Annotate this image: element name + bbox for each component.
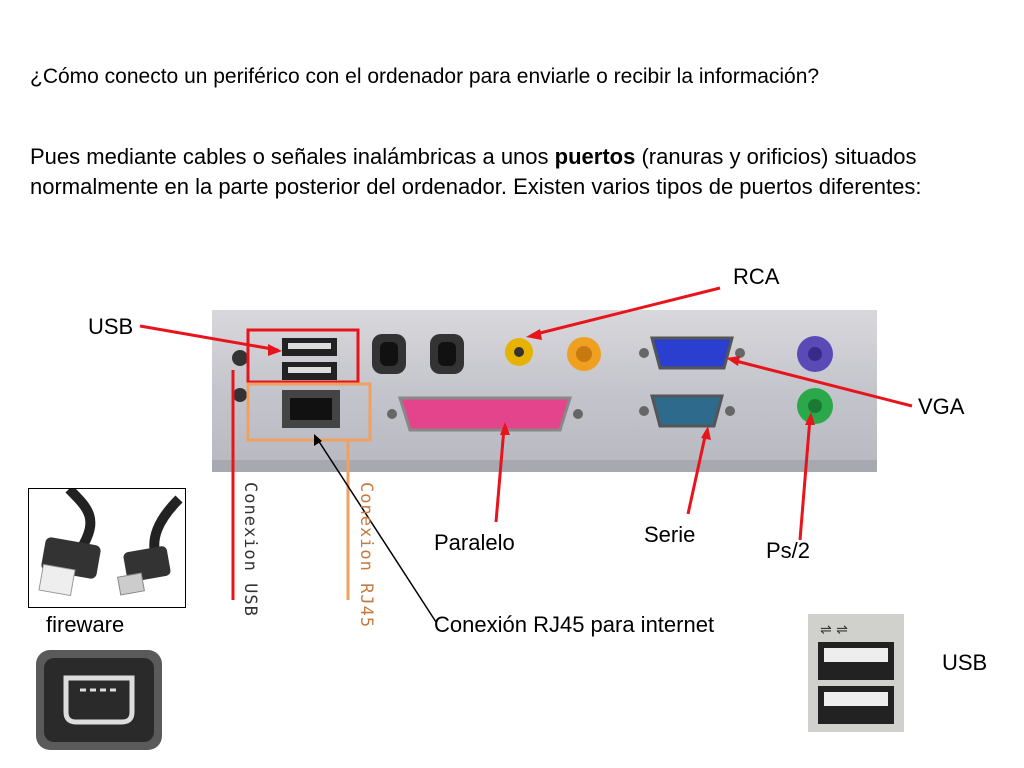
question-text: ¿Cómo conecto un periférico con el orden… [30,65,820,88]
label-ps2: Ps/2 [766,538,811,563]
label-rj45-internet: Conexión RJ45 para internet [434,612,715,637]
conexion-rj45-vertical-label: Conexion RJ45 [356,482,376,629]
usb-double-port-image: ⇌ ⇌ [808,614,904,732]
intro-paragraph: Pues mediante cables o señales inalámbri… [30,142,990,202]
conexion-usb-vertical-label: Conexion USB [240,482,260,617]
label-usb-left: USB [88,314,134,339]
firewire-port-image [36,650,162,750]
label-rca: RCA [733,264,780,289]
computer-back-panel-image [212,310,877,472]
label-vga: VGA [918,394,965,419]
label-fireware: fireware [46,612,125,637]
intro-bold-puertos: puertos [554,144,636,169]
firewire-cable-image [28,488,186,608]
intro-after: (ranuras y orificios) situados normalmen… [30,144,922,199]
label-paralelo: Paralelo [434,530,515,555]
label-usb-right: USB [942,650,988,675]
svg-text:⇌ ⇌: ⇌ ⇌ [820,622,848,638]
intro-before: Pues mediante cables o señales inalámbri… [30,144,555,169]
label-serie: Serie [644,522,696,547]
